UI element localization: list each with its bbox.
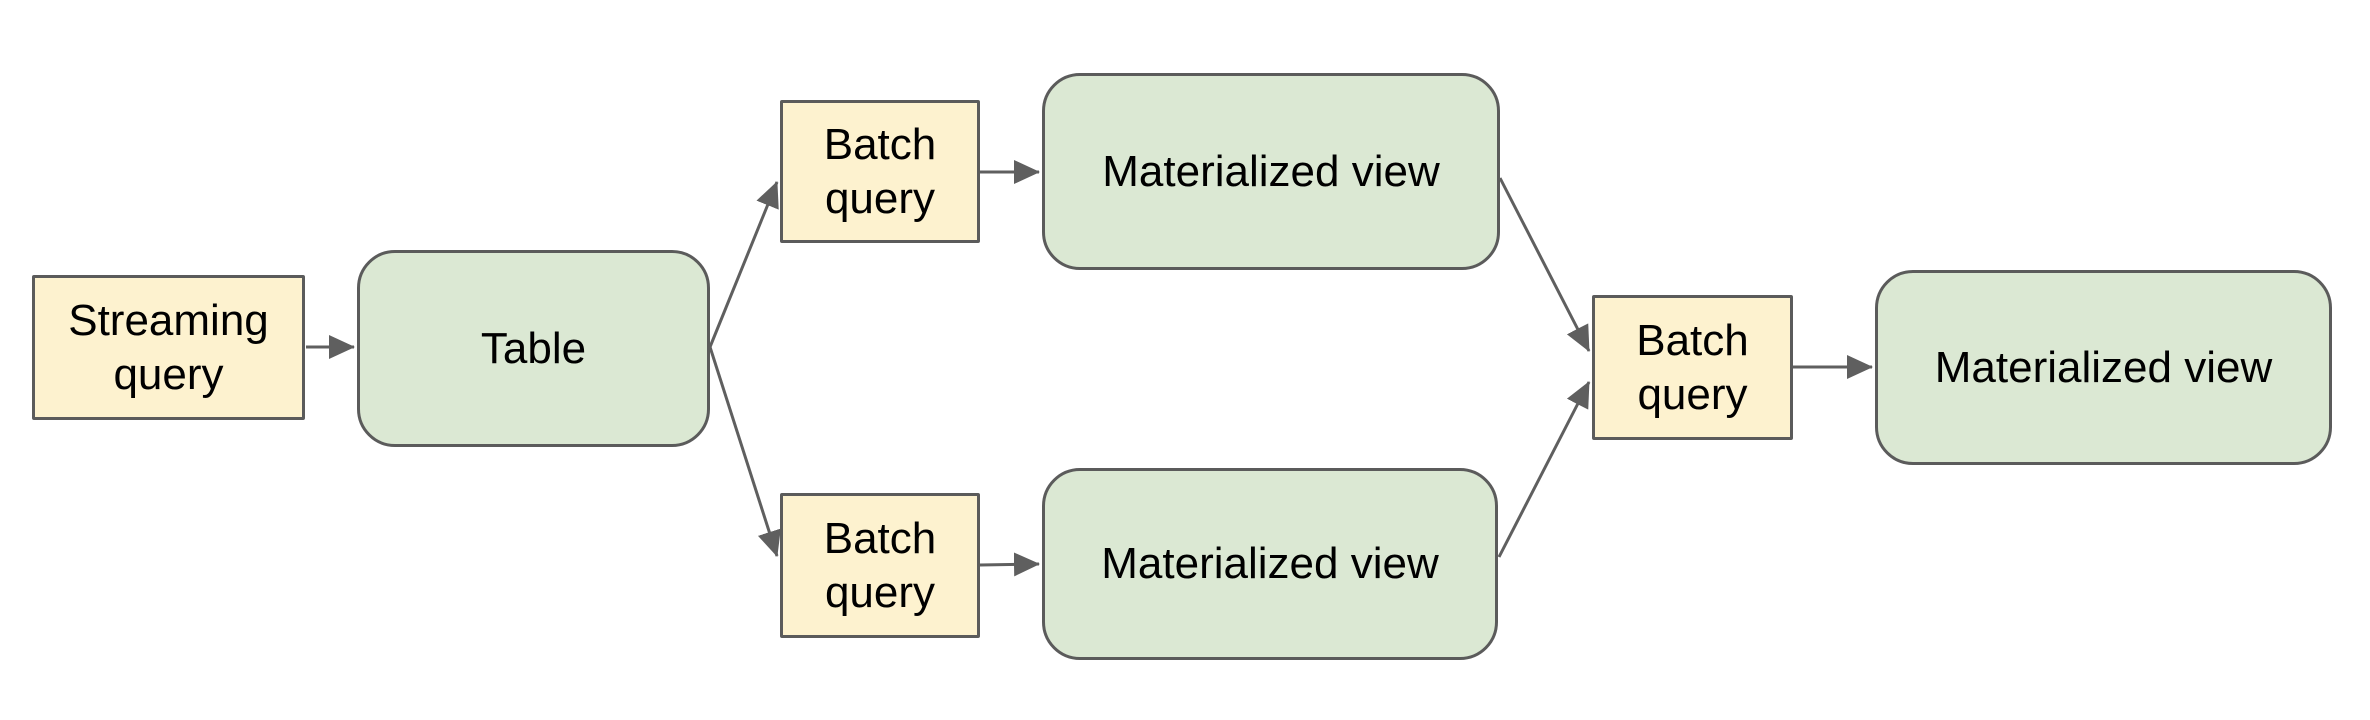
node-batch-query-top: Batch query — [780, 100, 980, 243]
edge-mv-top-to-batch-right — [1498, 177, 1591, 352]
node-table-label: Table — [480, 323, 587, 373]
node-streaming-query: Streaming query — [32, 275, 305, 420]
node-streaming-query-label: Streaming query — [68, 295, 269, 399]
node-materialized-view-right: Materialized view — [1875, 270, 2332, 465]
edge-mv-bottom-to-batch-right — [1497, 381, 1591, 558]
edge-batch-bottom-to-mv-bottom — [979, 552, 1040, 577]
node-materialized-view-bottom: Materialized view — [1042, 468, 1498, 660]
node-batch-query-bottom-label: Batch query — [823, 513, 937, 617]
edge-table-to-batch-bottom — [708, 346, 781, 557]
node-batch-query-top-label: Batch query — [823, 119, 937, 223]
node-materialized-view-top: Materialized view — [1042, 73, 1500, 270]
node-materialized-view-bottom-label: Materialized view — [1101, 539, 1439, 589]
node-materialized-view-right-label: Materialized view — [1934, 342, 2273, 392]
node-batch-query-bottom: Batch query — [780, 493, 980, 638]
node-table: Table — [357, 250, 710, 447]
edge-table-to-batch-top — [708, 181, 779, 348]
node-batch-query-right: Batch query — [1592, 295, 1793, 440]
node-materialized-view-top-label: Materialized view — [1102, 146, 1440, 196]
node-batch-query-right-label: Batch query — [1636, 315, 1749, 419]
